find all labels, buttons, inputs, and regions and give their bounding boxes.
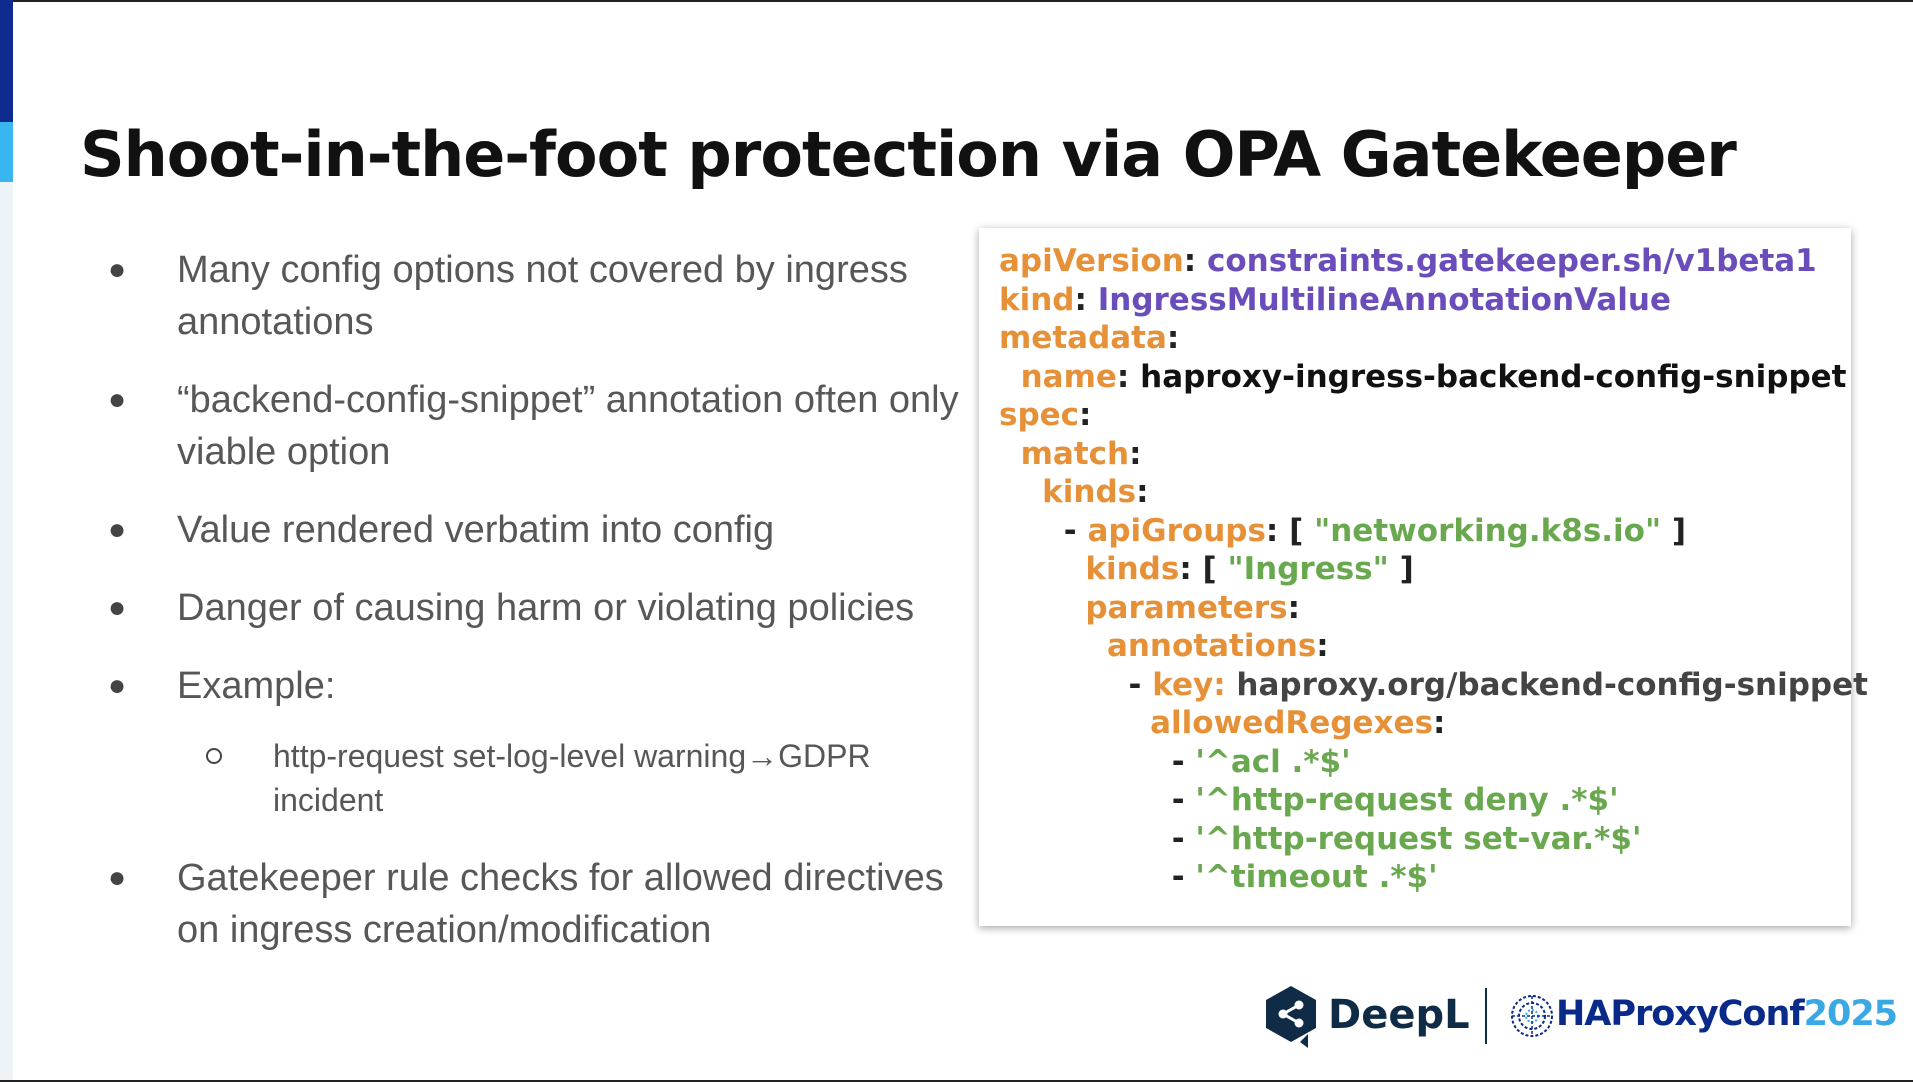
code-key: kinds bbox=[1085, 551, 1180, 587]
code-key: name bbox=[1020, 358, 1117, 395]
left-stripe bbox=[0, 0, 13, 1082]
bullet-dot-icon: ● bbox=[108, 513, 127, 546]
code-key: kinds bbox=[1042, 474, 1137, 510]
code-value: constraints.gatekeeper.sh/v1beta1 bbox=[1207, 243, 1817, 279]
deepl-wordmark: DeepL bbox=[1328, 992, 1470, 1038]
bullet-dot-icon: ● bbox=[108, 669, 127, 702]
bullet-item: ● “backend-config-snippet” annotation of… bbox=[100, 374, 960, 478]
code-key: annotations bbox=[1106, 628, 1317, 664]
code-key: kind bbox=[999, 281, 1075, 318]
bullet-text: Example: bbox=[177, 665, 336, 707]
haproxyconf-label: HAProxyConf bbox=[1556, 994, 1805, 1034]
accent-bar-light bbox=[0, 122, 13, 182]
code-key: parameters bbox=[1085, 589, 1288, 626]
code-string: '^http-request set-var.*$' bbox=[1195, 820, 1642, 857]
code-string: "networking.k8s.io" bbox=[1314, 512, 1662, 549]
top-border bbox=[0, 0, 1913, 2]
sub-bullet-text: http-request set-log-level warning→GDPR … bbox=[273, 738, 871, 818]
footer-logos: DeepL HAProxyConf2025 bbox=[1260, 982, 1898, 1052]
code-snippet-box: apiVersion: constraints.gatekeeper.sh/v1… bbox=[979, 228, 1868, 926]
bullet-dot-icon: ● bbox=[108, 383, 127, 416]
code-key: allowedRegexes bbox=[1150, 705, 1434, 741]
bullet-list: ● Many config options not covered by ing… bbox=[100, 244, 960, 982]
code-key: apiVersion bbox=[999, 243, 1184, 279]
bullet-text: Many config options not covered by ingre… bbox=[177, 249, 908, 343]
code-string: '^acl .*$' bbox=[1195, 743, 1351, 780]
bullet-item: ● Value rendered verbatim into config bbox=[100, 504, 960, 556]
code-value: haproxy-ingress-backend-config-snippet bbox=[1140, 358, 1847, 395]
code-key: match bbox=[1020, 435, 1130, 472]
code-key: key: bbox=[1152, 666, 1226, 703]
code-value: haproxy.org/backend-config-snippet bbox=[1236, 666, 1868, 703]
code-string: '^timeout .*$' bbox=[1195, 859, 1438, 895]
bottom-border bbox=[0, 1080, 1913, 1082]
bullet-text: Danger of causing harm or violating poli… bbox=[177, 587, 915, 629]
code-key: apiGroups bbox=[1087, 512, 1266, 549]
code-value: IngressMultilineAnnotationValue bbox=[1097, 281, 1671, 318]
bullet-item: ● Example: bbox=[100, 660, 960, 712]
sub-bullet-ring-icon bbox=[206, 748, 222, 764]
code-string: '^http-request deny .*$' bbox=[1195, 782, 1619, 818]
bullet-item: ● Many config options not covered by ing… bbox=[100, 244, 960, 348]
bullet-text: “backend-config-snippet” annotation ofte… bbox=[177, 379, 959, 473]
bullet-dot-icon: ● bbox=[108, 591, 127, 624]
haproxyconf-year: 2025 bbox=[1803, 994, 1898, 1034]
bullet-text: Value rendered verbatim into config bbox=[177, 509, 775, 551]
bullet-dot-icon: ● bbox=[108, 253, 127, 286]
haproxy-globe-icon bbox=[1511, 995, 1553, 1037]
accent-bar-dark bbox=[0, 0, 13, 122]
haproxyconf-wordmark: HAProxyConf2025 bbox=[1556, 994, 1898, 1034]
footer-divider bbox=[1485, 988, 1487, 1044]
code-key: metadata bbox=[999, 320, 1167, 356]
yaml-code: apiVersion: constraints.gatekeeper.sh/v1… bbox=[999, 243, 1868, 895]
code-key: spec bbox=[999, 397, 1080, 433]
bullet-dot-icon: ● bbox=[108, 861, 127, 894]
bullet-item: ● Danger of causing harm or violating po… bbox=[100, 582, 960, 634]
code-string: "Ingress" bbox=[1227, 551, 1389, 587]
bullet-text: Gatekeeper rule checks for allowed direc… bbox=[177, 857, 944, 951]
deepl-logo-icon bbox=[1266, 986, 1316, 1048]
slide-title: Shoot-in-the-foot protection via OPA Gat… bbox=[80, 118, 1737, 191]
bullet-item: ● Gatekeeper rule checks for allowed dir… bbox=[100, 852, 960, 956]
sub-bullet-item: http-request set-log-level warning→GDPR … bbox=[100, 734, 960, 822]
